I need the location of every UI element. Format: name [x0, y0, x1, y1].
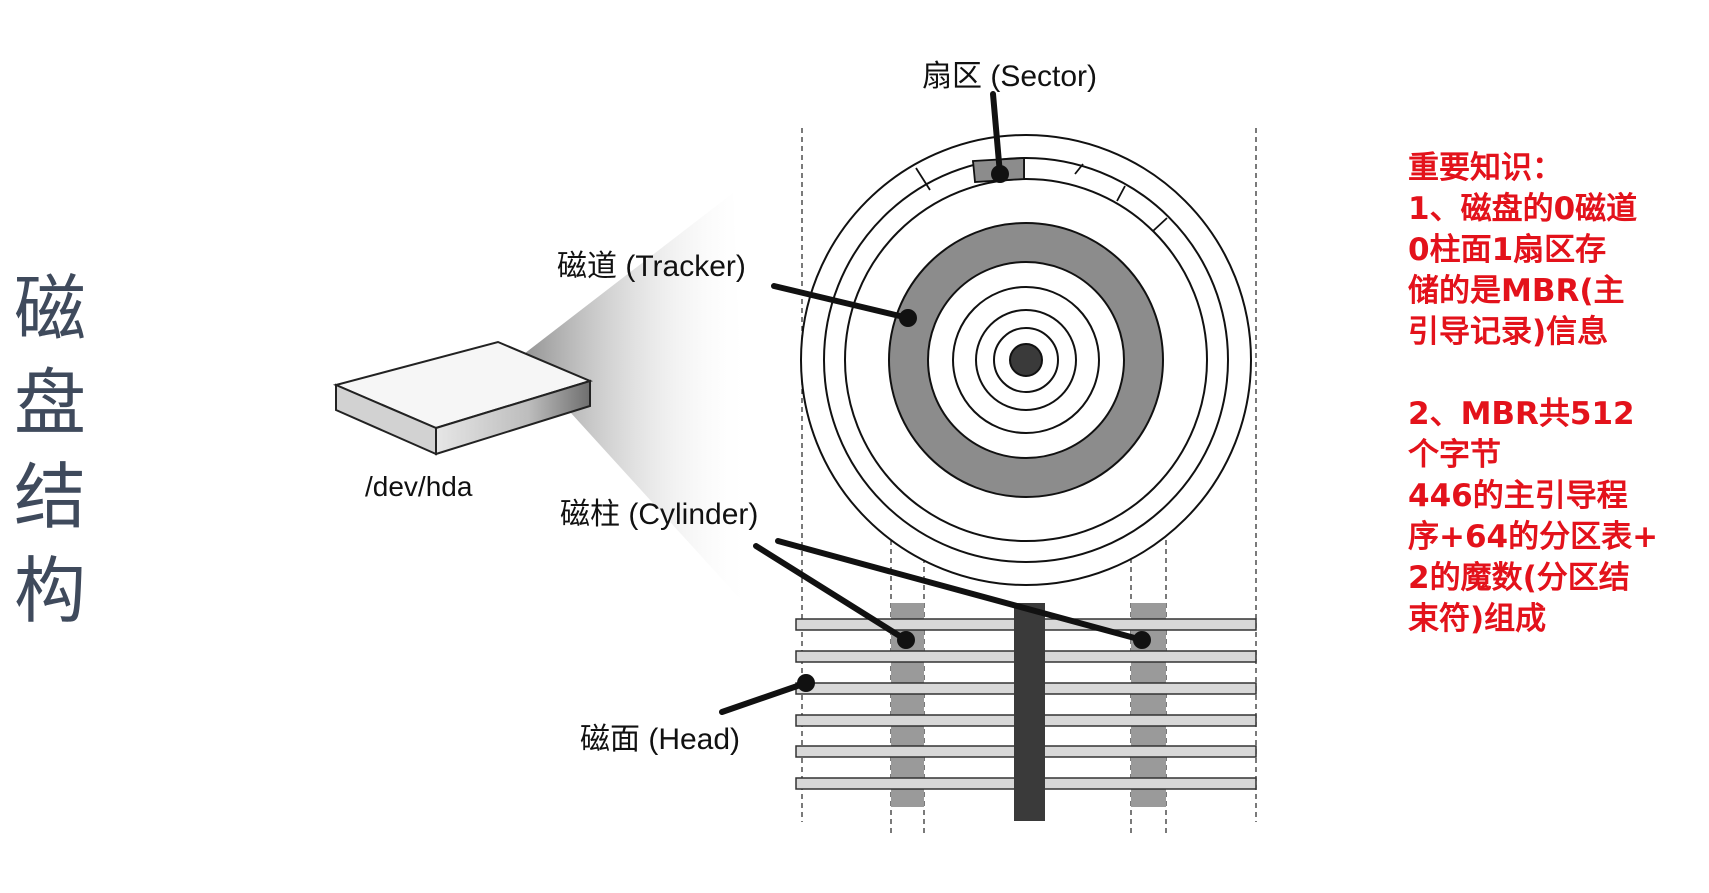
projection-beam	[520, 193, 752, 612]
note-line: 引导记录)信息	[1408, 314, 1609, 350]
note-line: 0柱面1扇区存	[1408, 232, 1607, 268]
cylinder-label: 磁柱 (Cylinder)	[560, 498, 758, 531]
note-line: 序+64的分区表+	[1408, 519, 1659, 555]
note-line: 2的魔数(分区结	[1408, 560, 1630, 596]
hard-drive-icon	[332, 340, 593, 456]
sector-label: 扇区 (Sector)	[922, 60, 1097, 93]
title-char: 结	[13, 455, 86, 539]
cylinder-stack	[795, 603, 1257, 821]
note-line: 446的主引导程	[1408, 478, 1628, 514]
spindle-hub	[1009, 343, 1043, 377]
note-line: 储的是MBR(主	[1408, 273, 1625, 309]
spindle-shaft	[1014, 603, 1045, 821]
key-knowledge-notes: 重要知识： 1、磁盘的0磁道 0柱面1扇区存 储的是MBR(主 引导记录)信息 …	[1408, 148, 1703, 640]
note-spacer	[1408, 353, 1703, 394]
leader-dots	[797, 165, 1151, 692]
device-label: /dev/hda	[365, 471, 473, 502]
note-line: 个字节	[1408, 437, 1501, 473]
title-char: 磁	[13, 267, 86, 351]
note-line: 1、磁盘的0磁道	[1408, 191, 1638, 227]
title-char: 盘	[13, 361, 86, 445]
note-line: 束符)组成	[1408, 601, 1547, 637]
notes-heading: 重要知识：	[1408, 150, 1563, 186]
track-label: 磁道 (Tracker)	[557, 250, 746, 283]
title-char: 构	[13, 549, 86, 633]
note-line: 2、MBR共512	[1408, 396, 1635, 432]
platter	[800, 134, 1252, 586]
head-label: 磁面 (Head)	[580, 723, 740, 756]
slide-title: 磁 盘 结 构	[0, 262, 100, 638]
leader-lines	[719, 91, 1145, 715]
